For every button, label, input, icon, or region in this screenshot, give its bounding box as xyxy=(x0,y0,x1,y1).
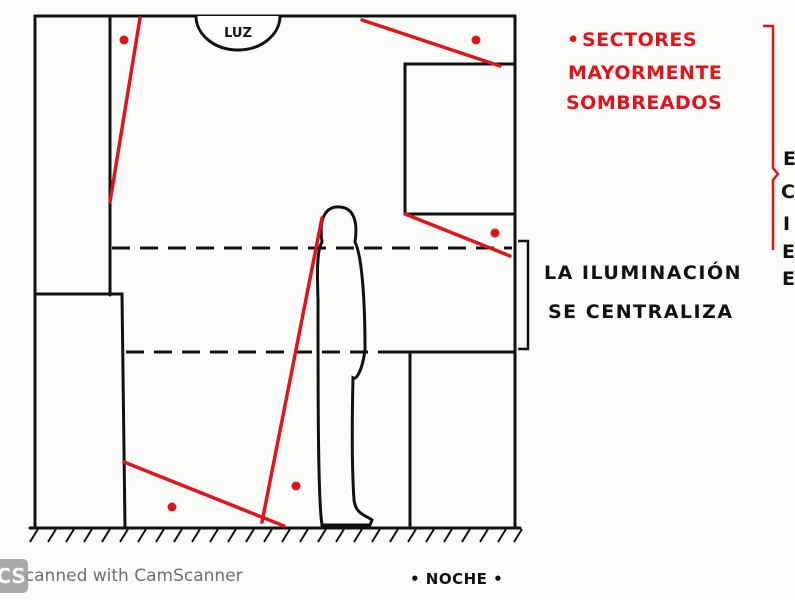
center-label-line-2: SE CENTRALIZA xyxy=(548,301,734,323)
svg-text:C: C xyxy=(781,181,795,203)
light-fixture xyxy=(194,15,282,52)
center-label: LA ILUMINACIÓN SE CENTRALIZA xyxy=(544,260,742,323)
upper-right-cabinet xyxy=(403,62,515,216)
shadow-dots xyxy=(119,35,500,512)
human-figure xyxy=(316,205,374,527)
ground-hatching xyxy=(29,528,523,543)
svg-text:E: E xyxy=(782,268,795,290)
light-label: LUZ xyxy=(224,26,252,41)
illumination-dashed-lines xyxy=(112,246,512,354)
legend-bracket xyxy=(763,24,780,250)
lower-left-cabinet xyxy=(35,292,127,529)
legend: • SECTORES MAYORMENTE SOMBREADOS xyxy=(566,29,722,114)
room-outline xyxy=(28,14,522,530)
footer-label: • NOCHE • xyxy=(410,570,503,588)
camscanner-logo: CS xyxy=(0,559,28,593)
svg-text:E: E xyxy=(782,241,795,263)
shadow-lines xyxy=(108,16,512,528)
camscanner-text: Scanned with CamScanner xyxy=(14,566,243,586)
legend-dot: • xyxy=(567,29,580,51)
lower-right-cabinet xyxy=(388,350,515,528)
legend-line-2: MAYORMENTE xyxy=(568,62,722,84)
center-label-line-1: LA ILUMINACIÓN xyxy=(544,260,742,284)
svg-text:E: E xyxy=(783,148,795,170)
camscanner-watermark: CS Scanned with CamScanner xyxy=(0,556,243,596)
cut-off-text: E C I E E xyxy=(781,148,795,290)
illumination-bracket xyxy=(518,239,530,351)
svg-text:I: I xyxy=(783,213,790,235)
legend-line-1: SECTORES xyxy=(582,29,697,51)
legend-line-3: SOMBREADOS xyxy=(566,92,722,114)
